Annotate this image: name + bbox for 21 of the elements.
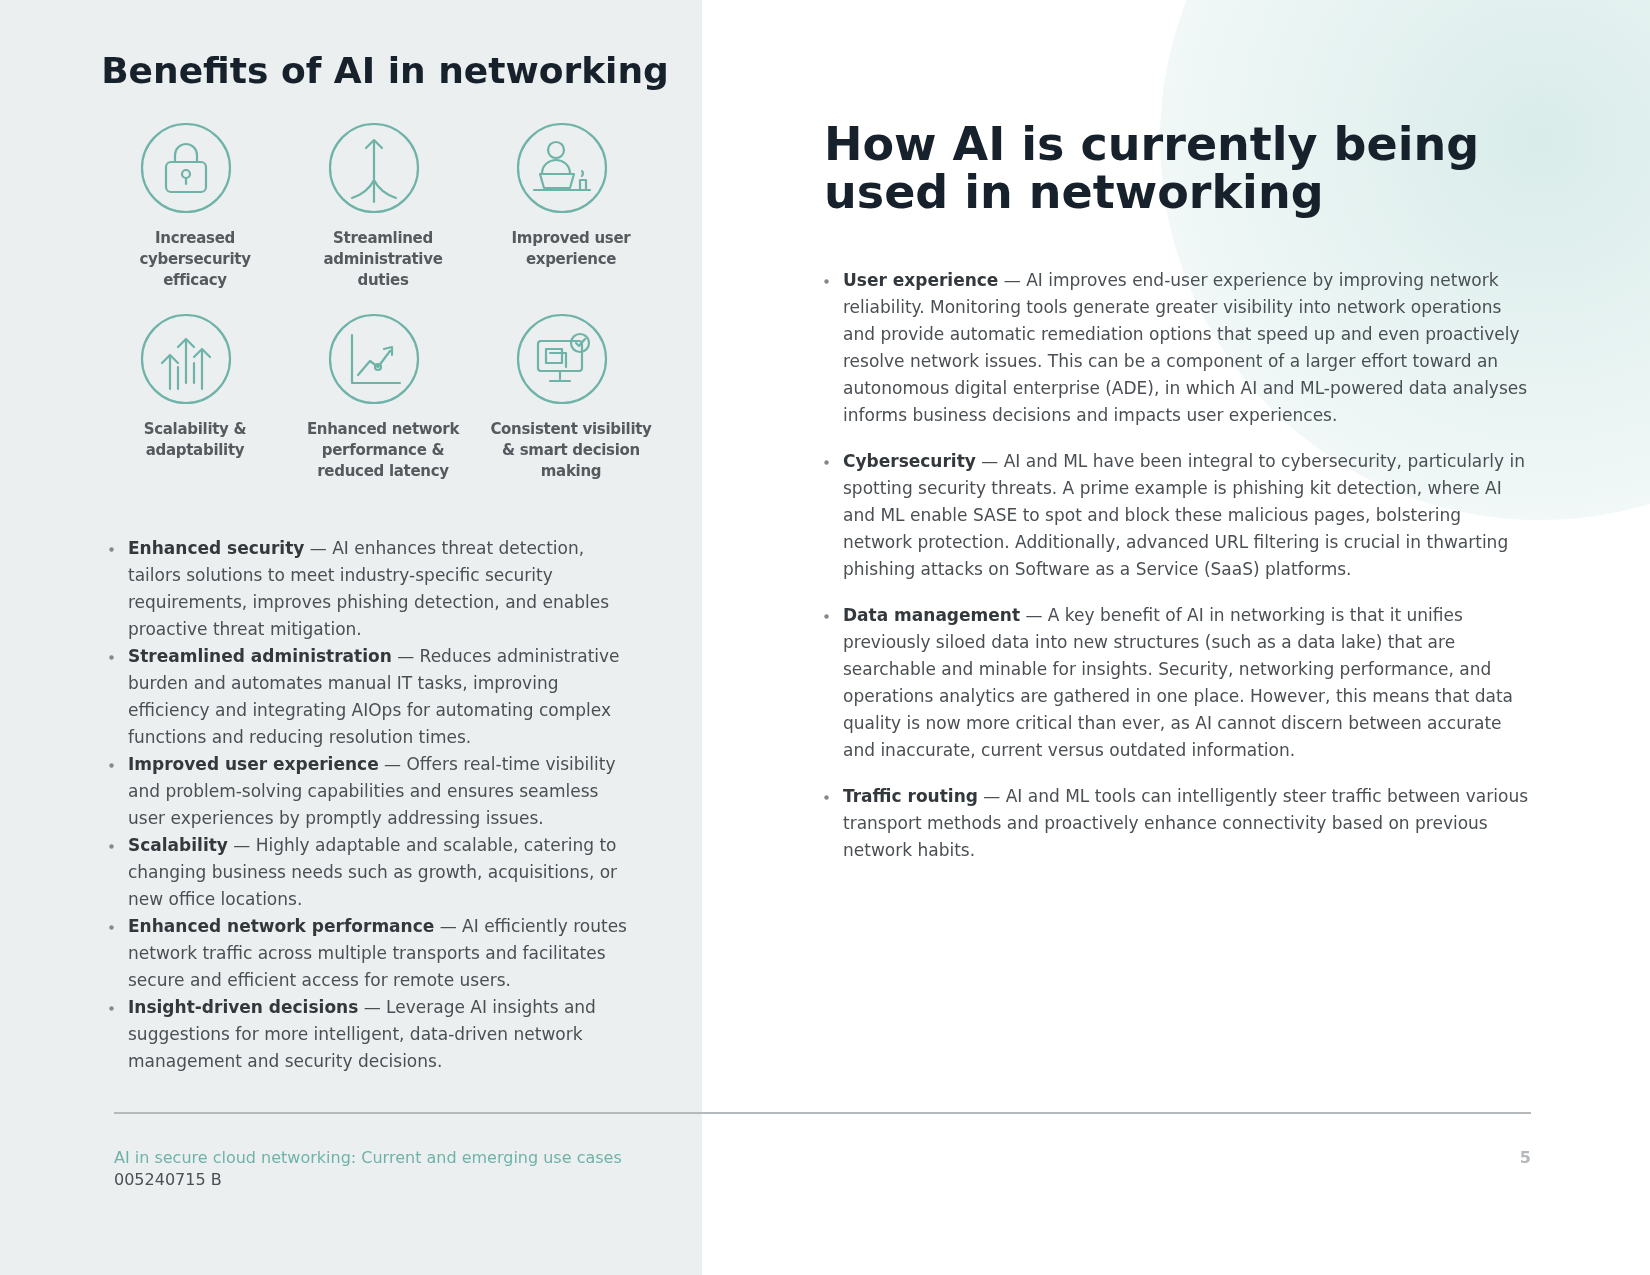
icon-caption: Enhanced network performance & reduced latency [305, 419, 461, 482]
document-code: 005240715 B [114, 1170, 223, 1189]
bullet-paragraph: User experience — AI improves end-user experience by improving network reliability. Monitoring tools generate greater visibility into network operations and provide automatic remediation options that speed up and even proactively resolve network issues. This can be a component of a larger effort toward an autonomous digital enterprise (ADE), in which AI and ML-powered data analyses informs business decisions and impacts user experiences. [843, 270, 1528, 425]
bullet-paragraph: Scalability — Highly adaptable and scalable, catering to changing business needs such as growth, acquisitions, or new office locations. [128, 835, 618, 909]
bullet-paragraph: Enhanced security — AI enhances threat detection, tailors solutions to meet industry-specific security requirements, improves phishing detection, and enables proactive threat mitigation. [128, 538, 609, 639]
icon-caption: Scalability & adaptability [142, 419, 248, 461]
bullet-paragraph: Insight-driven decisions — Leverage AI insights and suggestions for more intelligent, data-driven network management and security decisions. [128, 997, 596, 1071]
bullet-paragraph: Enhanced network performance — AI efficiently routes network traffic across multiple transports and facilitates secure and efficient access for remote users. [128, 916, 627, 990]
icon-caption: Streamlined administrative duties [322, 228, 444, 291]
page-number: 5 [1518, 1148, 1531, 1167]
bullet-paragraph: Traffic routing — AI and ML tools can intelligently steer traffic between various transport methods and proactively enhance connectivity based on previous network habits. [843, 786, 1528, 860]
page-heading: How AI is currently being used in networking [824, 120, 1481, 217]
bullet-paragraph: Streamlined administration — Reduces administrative burden and automates manual IT tasks, improving efficiency and integrating AIOps for automating complex functions and reducing resolution times. [128, 646, 620, 747]
bullet-paragraph: Cybersecurity — AI and ML have been integral to cybersecurity, particularly in spotting security threats. A prime example is phishing kit detection, where AI and ML enable SASE to spot and block these malicious pages, bolstering network protection. Additionally, advanced URL filtering is crucial in thwarting phishing attacks on Software as a Service (SaaS) platforms. [843, 451, 1525, 579]
bullet-paragraph: Data management — A key benefit of AI in networking is that it unifies previously siloed data into new structures (such as a data lake) that are searchable and minable for insights. Security, networking performance, and operations analytics are gathered in one place. However, this means that data quality is now more critical than ever, as AI cannot discern between accurate and inaccurate, current versus outdated information. [843, 605, 1513, 760]
section-heading: Benefits of AI in networking [100, 52, 670, 90]
icon-caption: Improved user experience [510, 228, 632, 270]
icon-caption: Increased cybersecurity efficacy [138, 228, 252, 291]
bullet-paragraph: Improved user experience — Offers real-time visibility and problem-solving capabilities and ensures seamless user experiences by promptly addressing issues. [128, 754, 616, 828]
footer-title: AI in secure cloud networking: Current and emerging use cases [114, 1148, 623, 1167]
icon-caption: Consistent visibility & smart decision making [489, 419, 653, 482]
